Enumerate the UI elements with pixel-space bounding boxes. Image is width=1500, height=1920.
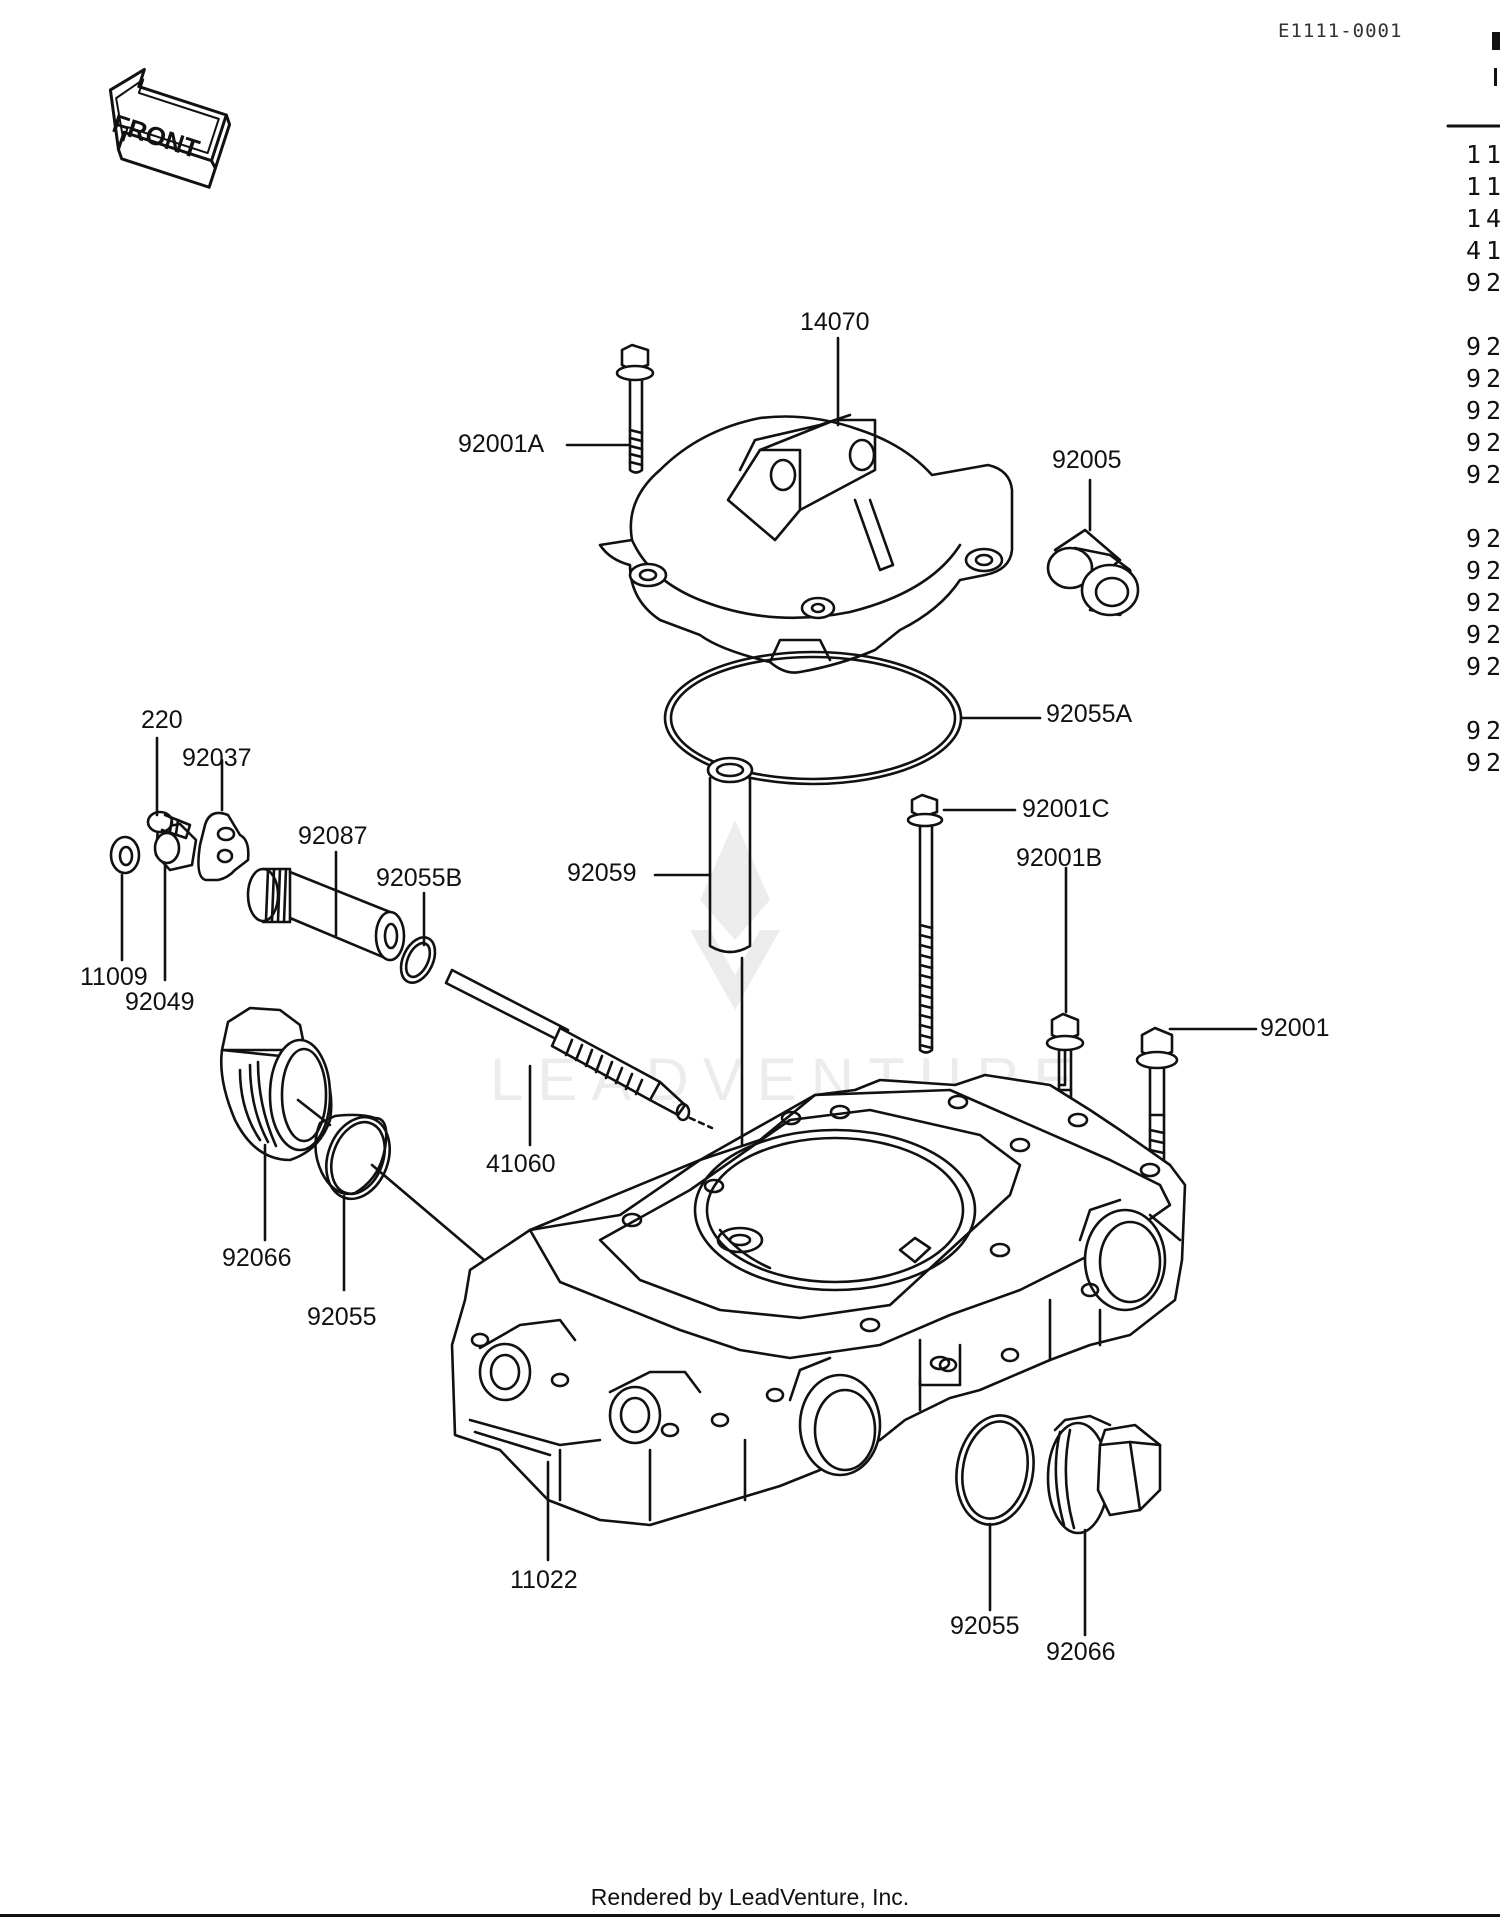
callout-92066-left: 92066 <box>222 1244 292 1272</box>
bracket-92037 <box>197 811 250 882</box>
housing-92087 <box>246 867 406 962</box>
callout-92059: 92059 <box>567 859 637 887</box>
parts-list-item: 92 <box>1466 556 1500 585</box>
callout-41060: 41060 <box>486 1150 556 1178</box>
callout-92037: 92037 <box>182 744 252 772</box>
bolt-92001C <box>906 793 944 1054</box>
parts-list-item: 92 <box>1466 748 1500 777</box>
parts-list-item: 92 <box>1466 268 1500 297</box>
parts-list-item: 92 <box>1466 716 1500 745</box>
footer-credit: Rendered by LeadVenture, Inc. <box>590 1884 910 1910</box>
shaft-41060 <box>444 968 714 1130</box>
callout-92001C: 92001C <box>1022 795 1110 823</box>
callout-92005: 92005 <box>1052 446 1122 474</box>
parts-list-item: 11 <box>1466 140 1500 169</box>
callout-11009: 11009 <box>80 963 148 991</box>
screw-220 <box>146 810 192 840</box>
plug-92066-right <box>1046 1414 1162 1535</box>
parts-list-item: 92 <box>1466 620 1500 649</box>
footer-rule <box>0 1914 1500 1917</box>
parts-list-item: 11 <box>1466 172 1500 201</box>
cover-14070 <box>598 413 1014 674</box>
parts-list-item: 92 <box>1466 396 1500 425</box>
callout-14070: 14070 <box>800 308 870 336</box>
parts-list-item: 92 <box>1466 460 1500 489</box>
bolt-92001A <box>615 343 655 474</box>
cylinder-head-case-11022 <box>450 1073 1187 1527</box>
parts-list-item: 14 <box>1466 204 1500 233</box>
callout-11022: 11022 <box>510 1566 578 1594</box>
callout-92001A: 92001A <box>458 430 545 458</box>
bushing-92005 <box>1046 528 1140 617</box>
front-arrow-icon <box>108 67 232 189</box>
parts-list-item: 92 <box>1466 524 1500 553</box>
callout-92055-left: 92055 <box>307 1303 377 1331</box>
parts-list-item: 41 <box>1466 236 1500 265</box>
gasket-92055-right <box>955 1414 1035 1526</box>
callout-92049: 92049 <box>125 988 195 1016</box>
callout-92055-right: 92055 <box>950 1612 1020 1640</box>
callout-220: 220 <box>141 706 183 734</box>
parts-list-item: 92 <box>1466 364 1500 393</box>
callout-92055B: 92055B <box>376 864 463 892</box>
oring-92055B <box>399 936 437 984</box>
washer-11009 <box>109 835 141 875</box>
parts-list-item: 92 <box>1466 588 1500 617</box>
callout-92087: 92087 <box>298 822 368 850</box>
callout-92001B: 92001B <box>1016 844 1103 872</box>
parts-list-item: 92 <box>1466 428 1500 457</box>
parts-list-item: 92 <box>1466 332 1500 361</box>
callout-92001: 92001 <box>1260 1014 1330 1042</box>
parts-list-item: 92 <box>1466 652 1500 681</box>
tube-92059 <box>706 756 754 954</box>
diagram-code: E1111-0001 <box>1278 20 1403 42</box>
callout-92066-right: 92066 <box>1046 1638 1116 1666</box>
plug-92066-left <box>219 1006 333 1162</box>
callout-92055A: 92055A <box>1046 700 1133 728</box>
